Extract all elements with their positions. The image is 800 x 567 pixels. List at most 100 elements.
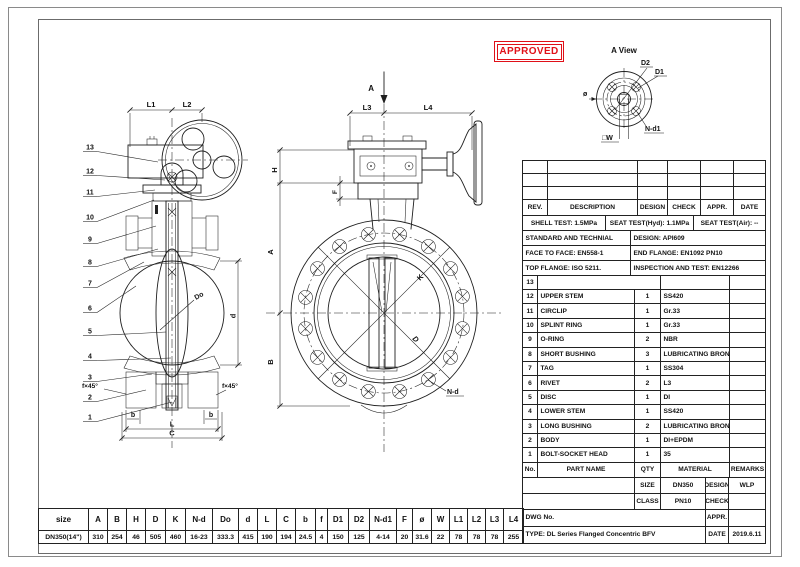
stem <box>165 200 179 411</box>
flange-face <box>290 219 478 414</box>
dim-col-header: F <box>397 509 413 531</box>
part-name: LOWER STEM <box>538 405 635 420</box>
cell <box>523 187 548 200</box>
dim-col-header: L1 <box>450 509 468 531</box>
dim-f: F <box>332 190 339 194</box>
dim-value: 194 <box>277 531 296 544</box>
design-label: DESIGN <box>706 477 729 494</box>
handwheel <box>158 119 248 201</box>
rev-header: REV. <box>523 200 548 216</box>
rev-empty-row <box>523 187 766 200</box>
cell <box>523 174 548 187</box>
dim-d1: D1 <box>655 69 664 76</box>
part-remarks <box>730 390 766 406</box>
part-name: UPPER STEM <box>538 290 635 305</box>
no-header: No. <box>523 462 538 478</box>
part-no: 13 <box>523 276 538 290</box>
dim-value: 190 <box>258 531 277 544</box>
part-qty: 1 <box>635 361 661 377</box>
dim-col-header: Do <box>213 509 239 531</box>
cell <box>734 187 766 200</box>
dim-a: A <box>266 249 275 255</box>
part-name: DISC <box>538 390 635 406</box>
design-header: DESIGN <box>638 200 668 216</box>
dim-value: 78 <box>450 531 468 544</box>
dim-value: 460 <box>166 531 186 544</box>
cell <box>523 493 635 510</box>
appr-value <box>729 509 766 527</box>
size-label: SIZE <box>635 477 661 494</box>
part-no: 11 <box>523 304 538 319</box>
part-callout: 5 <box>88 329 92 336</box>
side-section-view: L1 L2 <box>82 100 248 448</box>
dim-n-d: N-d <box>447 389 459 396</box>
part-no: 8 <box>523 347 538 362</box>
cell <box>523 477 635 494</box>
dim-l1: L1 <box>147 100 156 109</box>
front-view: A L3 L4 <box>266 71 504 452</box>
part-remarks <box>730 361 766 377</box>
cell <box>734 161 766 174</box>
part-remarks <box>730 290 766 305</box>
part-qty: 1 <box>635 448 661 463</box>
cell <box>701 174 734 187</box>
dim-value: 254 <box>108 531 127 544</box>
check-label: CHECK <box>706 493 729 510</box>
class-row: CLASS PN10 CHECK <box>523 493 766 510</box>
part-callout: 12 <box>86 169 94 176</box>
part-material: 35 <box>661 448 730 463</box>
dim-col-header: N-d <box>186 509 213 531</box>
part-callout: 1 <box>88 415 92 422</box>
dim-col-header: C <box>277 509 296 531</box>
dim-value: 78 <box>468 531 486 544</box>
test-row: SHELL TEST: 1.5MPa SEAT TEST(Hyd): 1.1MP… <box>523 216 766 231</box>
rev-header-row: REV. DESCRIPTION DESIGN CHECK APPR. DATE <box>523 200 766 216</box>
dim-c: C <box>169 429 175 438</box>
part-material: LUBRICATING BRONZE <box>661 347 730 362</box>
part-callout: 7 <box>88 281 92 288</box>
part-qty: 1 <box>635 405 661 420</box>
cell <box>734 174 766 187</box>
cell <box>701 187 734 200</box>
part-callout: 10 <box>86 215 94 222</box>
dim-value: 46 <box>127 531 146 544</box>
dim-value: 31.6 <box>413 531 432 544</box>
part-qty: 1 <box>635 318 661 334</box>
dim-col-header: W <box>432 509 450 531</box>
dim-col-header: size <box>39 509 89 531</box>
part-remarks <box>730 333 766 348</box>
spec-left: TOP FLANGE: ISO 5211. <box>523 261 631 276</box>
part-material: Gr.33 <box>661 318 730 334</box>
part-material: L3 <box>661 376 730 391</box>
dim-w: □W <box>602 135 613 142</box>
handwheel-front <box>421 120 483 206</box>
part-remarks <box>730 448 766 463</box>
cell <box>548 187 638 200</box>
pipe-flange-right <box>205 215 219 251</box>
shell-test: SHELL TEST: 1.5MPa <box>523 216 606 231</box>
dim-f45-left: f×45° <box>82 382 98 390</box>
part-callout: 2 <box>88 395 92 402</box>
part-callout: 6 <box>88 306 92 313</box>
check-value <box>729 493 766 510</box>
dim-d-big: D <box>411 334 422 345</box>
parts-row-13: 13 <box>523 276 766 290</box>
dim-header-row: size A B H D K N-d Do d L C b f D1 D2 N-… <box>39 509 524 531</box>
part-name: RIVET <box>538 376 635 391</box>
part-name-header: PART NAME <box>538 462 635 478</box>
part-name: BOLT-SOCKET HEAD <box>538 448 635 463</box>
dim-value: DN350(14") <box>39 531 89 544</box>
part-material: SS304 <box>661 361 730 377</box>
dim-value: 22 <box>432 531 450 544</box>
remarks-header: REMARKS <box>730 462 766 478</box>
dim-col-header: b <box>296 509 316 531</box>
drawing-outer-frame <box>8 7 782 557</box>
spec-right: DESIGN: API609 <box>631 231 766 246</box>
size-value: DN350 <box>661 477 706 494</box>
cell <box>638 174 668 187</box>
